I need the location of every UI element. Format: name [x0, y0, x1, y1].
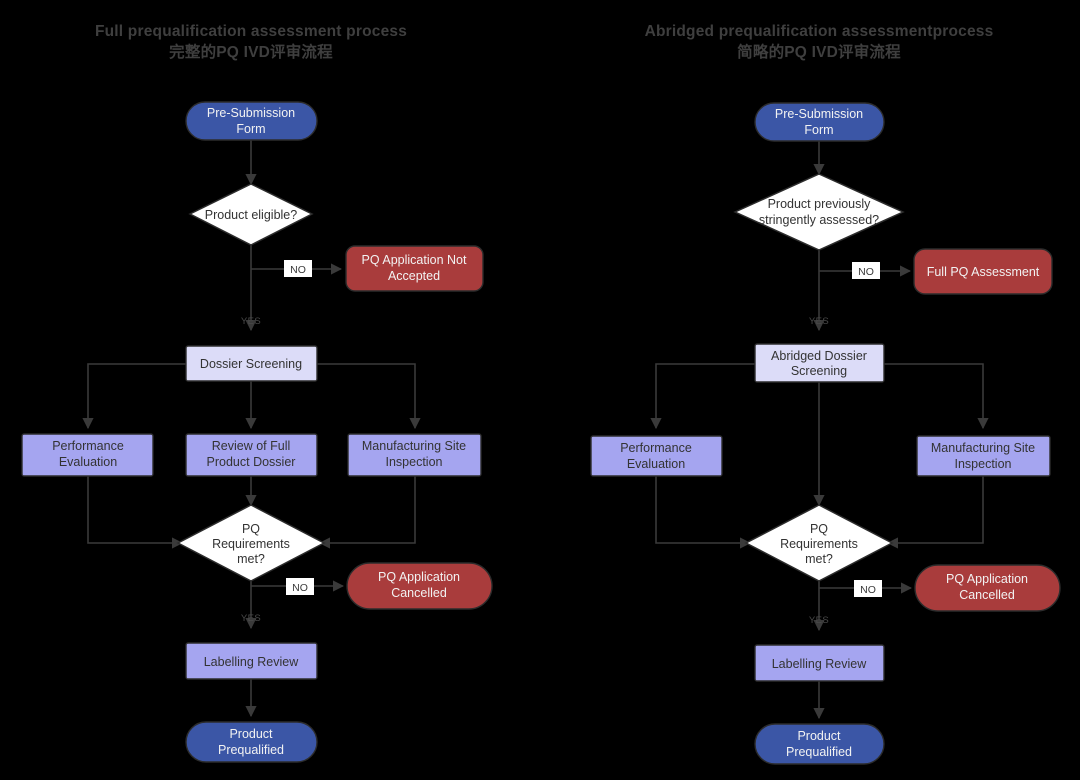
node-pq-application-not-accepted[interactable]: PQ Application Not Accepted [345, 245, 484, 292]
edge-label-yes-1: YES [241, 316, 261, 327]
panel-full: Full prequalification assessment process… [21, 23, 493, 763]
node-decision-pq-requirements-met-abridged-line3: met? [805, 552, 833, 566]
node-labelling-review-abridged[interactable]: Labelling Review [754, 644, 885, 682]
node-manufacturing-site-inspection-abridged-line1: Manufacturing Site [931, 441, 1035, 455]
node-decision-pq-requirements-met-full-line2: Requirements [212, 537, 290, 551]
node-pre-submission-form-line2: Form [236, 122, 265, 136]
edge-right-to-decision2 [318, 476, 416, 549]
node-pq-application-cancelled-abridged[interactable]: PQ Application Cancelled [914, 564, 1061, 612]
node-pre-submission-form-line1: Pre-Submission [207, 106, 295, 120]
edge-abr-screening-to-right [884, 363, 989, 430]
node-pq-application-cancelled-abridged-line1: PQ Application [946, 572, 1028, 586]
node-review-of-full-product-dossier-line1: Review of Full [212, 439, 291, 453]
edge-abr-left-to-decision2 [655, 476, 752, 549]
node-pre-submission-form-abridged-line2: Form [804, 123, 833, 137]
node-labelling-review-full-label: Labelling Review [204, 655, 299, 669]
node-decision-pq-requirements-met-full[interactable]: PQ Requirements met? [176, 504, 326, 582]
node-abridged-dossier-screening-line1: Abridged Dossier [771, 349, 867, 363]
edge-screening-to-left [82, 363, 186, 430]
panel-full-title-zh: 完整的PQ IVD评审流程 [169, 42, 333, 61]
panel-full-title-en: Full prequalification assessment process [95, 23, 407, 40]
node-dossier-screening-label: Dossier Screening [200, 357, 302, 371]
node-pre-submission-form-abridged[interactable]: Pre-Submission Form [754, 102, 885, 142]
node-pq-application-not-accepted-line2: Accepted [388, 269, 440, 283]
edge-label-no-1-abridged: NO [852, 262, 880, 279]
node-decision-product-previously-assessed[interactable]: Product previously stringently assessed? [733, 173, 905, 251]
node-manufacturing-site-inspection-abridged-line2: Inspection [955, 457, 1012, 471]
node-decision-pq-requirements-met-full-line3: met? [237, 552, 265, 566]
panel-abridged-title-zh: 简略的PQ IVD评审流程 [737, 42, 901, 61]
edge-label-yes-1-abridged: YES [809, 316, 829, 327]
node-abridged-dossier-screening-line2: Screening [791, 364, 847, 378]
node-review-of-full-product-dossier-line2: Product Dossier [207, 455, 296, 469]
edge-label-no-1-abridged-text: NO [858, 266, 874, 278]
edge-abr-right-to-decision2 [886, 476, 984, 549]
edge-left-to-decision2 [87, 476, 184, 549]
node-performance-evaluation-full-line2: Evaluation [59, 455, 117, 469]
node-product-prequalified-abridged-line2: Prequalified [786, 745, 852, 759]
node-performance-evaluation-abridged-line1: Performance [620, 441, 692, 455]
node-manufacturing-site-inspection-full[interactable]: Manufacturing Site Inspection [347, 433, 482, 477]
node-labelling-review-abridged-label: Labelling Review [772, 657, 867, 671]
node-performance-evaluation-abridged-line2: Evaluation [627, 457, 685, 471]
node-full-pq-assessment[interactable]: Full PQ Assessment [913, 248, 1053, 295]
node-manufacturing-site-inspection-full-line2: Inspection [386, 455, 443, 469]
node-full-pq-assessment-label: Full PQ Assessment [927, 265, 1040, 279]
edge-label-no-1-text: NO [290, 264, 306, 276]
node-manufacturing-site-inspection-abridged[interactable]: Manufacturing Site Inspection [916, 435, 1051, 477]
node-performance-evaluation-full-line1: Performance [52, 439, 124, 453]
edge-label-yes-2-abridged: YES [809, 615, 829, 626]
edge-label-no-2-abridged: NO [854, 580, 882, 597]
edge-label-yes-2: YES [241, 613, 261, 624]
node-decision-pq-requirements-met-abridged-line1: PQ [810, 522, 828, 536]
edge-label-no-1: NO [284, 260, 312, 277]
panel-abridged: Abridged prequalification assessmentproc… [590, 23, 1061, 765]
node-decision-product-previously-assessed-line1: Product previously [768, 197, 872, 211]
edge-label-no-2-abridged-text: NO [860, 584, 876, 596]
node-decision-pq-requirements-met-abridged-line2: Requirements [780, 537, 858, 551]
edge-abr-screening-to-left [650, 363, 755, 430]
node-product-prequalified-abridged-line1: Product [797, 729, 841, 743]
edge-label-no-2-text: NO [292, 582, 308, 594]
node-product-prequalified-full[interactable]: Product Prequalified [185, 721, 318, 763]
panel-full-connectors [82, 140, 421, 718]
node-pq-application-not-accepted-line1: PQ Application Not [362, 253, 467, 267]
node-dossier-screening[interactable]: Dossier Screening [185, 345, 318, 382]
node-decision-pq-requirements-met-full-line1: PQ [242, 522, 260, 536]
node-performance-evaluation-full[interactable]: Performance Evaluation [21, 433, 154, 477]
node-decision-product-eligible[interactable]: Product eligible? [188, 183, 314, 246]
node-pq-application-cancelled-full-line2: Cancelled [391, 586, 447, 600]
edge-screening-to-right [317, 363, 421, 430]
node-pre-submission-form[interactable]: Pre-Submission Form [185, 101, 318, 141]
node-performance-evaluation-abridged[interactable]: Performance Evaluation [590, 435, 723, 477]
node-pq-application-cancelled-abridged-line2: Cancelled [959, 588, 1015, 602]
node-decision-pq-requirements-met-abridged[interactable]: PQ Requirements met? [744, 504, 894, 582]
node-labelling-review-full[interactable]: Labelling Review [185, 642, 318, 680]
node-pre-submission-form-abridged-line1: Pre-Submission [775, 107, 863, 121]
panel-abridged-title-en: Abridged prequalification assessmentproc… [645, 23, 994, 40]
node-product-prequalified-full-line1: Product [229, 727, 273, 741]
node-product-prequalified-full-line2: Prequalified [218, 743, 284, 757]
node-decision-product-eligible-label: Product eligible? [205, 208, 297, 222]
node-manufacturing-site-inspection-full-line1: Manufacturing Site [362, 439, 466, 453]
edge-label-no-2: NO [286, 578, 314, 595]
node-pq-application-cancelled-full-line1: PQ Application [378, 570, 460, 584]
node-abridged-dossier-screening[interactable]: Abridged Dossier Screening [754, 343, 885, 383]
node-decision-product-previously-assessed-line2: stringently assessed? [759, 213, 879, 227]
node-review-of-full-product-dossier[interactable]: Review of Full Product Dossier [185, 433, 318, 477]
node-pq-application-cancelled-full[interactable]: PQ Application Cancelled [346, 562, 493, 610]
node-product-prequalified-abridged[interactable]: Product Prequalified [754, 723, 885, 765]
